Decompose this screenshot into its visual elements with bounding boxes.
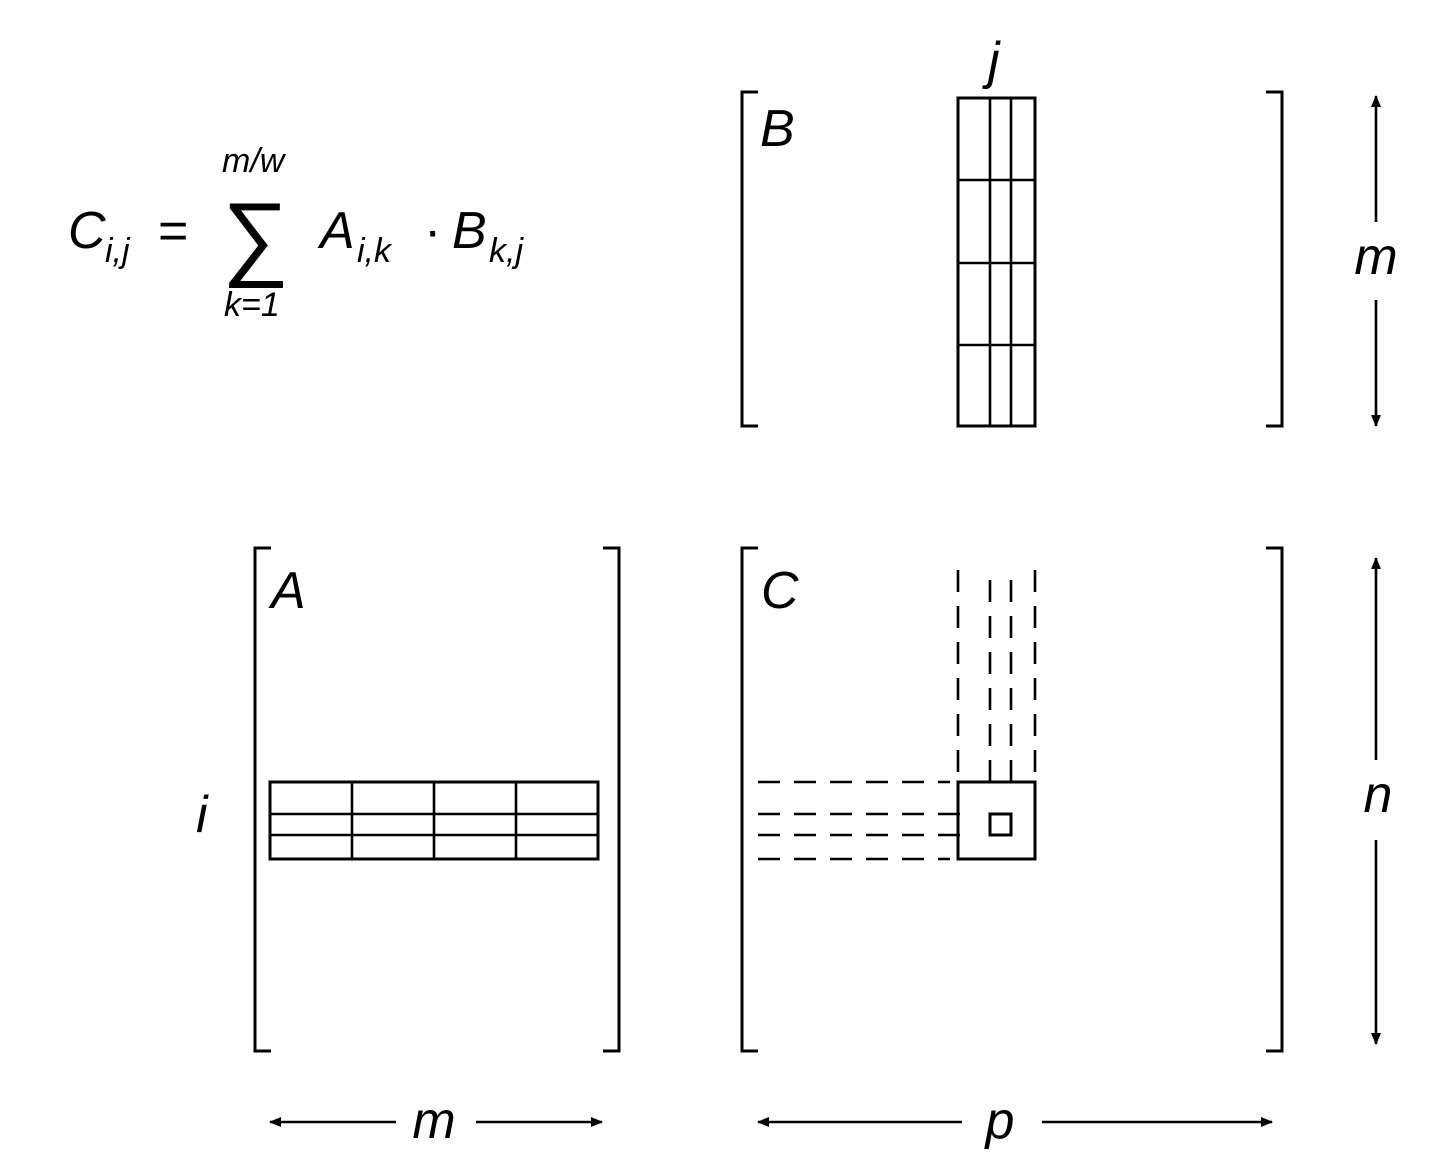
matrix-a: A i [196, 546, 621, 1053]
matrix-b-height-dimension: m [1354, 95, 1398, 427]
formula-term-b: B [452, 202, 487, 260]
matrix-c-width-label: p [984, 1092, 1015, 1150]
formula-lhs: C [68, 202, 106, 260]
formula-dot: · [424, 202, 441, 260]
matrix-a-left-bracket [253, 546, 271, 1053]
matrix-a-row-block [268, 780, 600, 861]
formula-lhs-subscript: i,j [105, 232, 131, 270]
result-element [988, 812, 1013, 837]
matrix-b: B j [740, 32, 1284, 428]
matrix-c-left-bracket [740, 546, 758, 1053]
matrix-a-width-dimension: m [269, 1092, 603, 1150]
matrix-b-column-block [956, 96, 1037, 428]
matrix-a-width-label: m [412, 1092, 455, 1150]
formula-term-a-subscript: i,k [357, 232, 393, 270]
sum-symbol: ∑ [222, 183, 289, 288]
matrix-c-width-dimension: p [757, 1092, 1273, 1150]
matrix-b-right-bracket [1266, 90, 1284, 428]
matrix-c-height-label: n [1364, 766, 1393, 824]
formula-equals: = [158, 202, 188, 260]
matrix-a-right-bracket [603, 546, 621, 1053]
matrix-c: C [740, 546, 1284, 1053]
matrix-c-label: C [761, 562, 799, 620]
matrix-c-height-dimension: n [1364, 557, 1393, 1045]
matrix-b-left-bracket [740, 90, 758, 428]
matrix-b-label: B [760, 100, 795, 158]
sum-upper-limit: m/w [222, 142, 287, 180]
matrix-c-right-bracket [1266, 546, 1284, 1053]
formula: C i,j = m/w ∑ k=1 A i,k · B k,j [68, 142, 524, 324]
matrix-a-label: A [268, 562, 306, 620]
formula-term-b-subscript: k,j [489, 232, 524, 270]
column-projection-lines [956, 570, 1037, 790]
formula-term-a: A [317, 202, 355, 260]
row-index-label: i [196, 786, 209, 844]
row-projection-lines [758, 780, 970, 861]
matrix-b-height-label: m [1354, 228, 1397, 286]
result-block [956, 780, 1037, 861]
sum-lower-limit: k=1 [224, 286, 280, 324]
column-index-label: j [982, 32, 1001, 90]
